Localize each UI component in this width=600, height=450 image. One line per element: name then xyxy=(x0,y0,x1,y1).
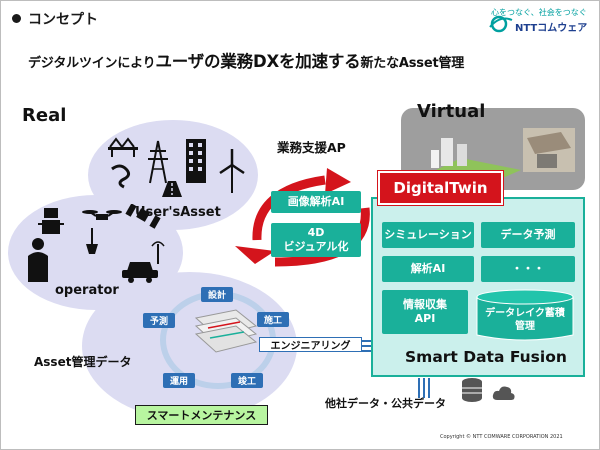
engineering-label: エンジニアリング xyxy=(259,337,362,352)
cloud-icon xyxy=(492,386,515,400)
power-tower-icon xyxy=(148,140,168,184)
title-bullet xyxy=(12,14,21,23)
lake-line2: 管理 xyxy=(515,321,535,332)
hook-icon xyxy=(86,228,98,254)
ntt-logo-icon xyxy=(489,15,513,33)
smart-data-fusion-label: Smart Data Fusion xyxy=(405,348,567,366)
more-modules-box: ・・・ xyxy=(481,256,575,282)
drone-icon xyxy=(82,210,122,220)
business-ap-label: 業務支援AP xyxy=(277,140,346,155)
arrow-right-icon xyxy=(325,168,351,194)
data-lake-label: データレイク蓄積 管理 xyxy=(475,307,575,333)
building-icon xyxy=(186,139,206,183)
image-ai-box: 画像解析AI xyxy=(271,191,361,213)
antenna-icon xyxy=(151,241,165,264)
company-tagline: 心をつなぐ、社会をつなぐ xyxy=(491,8,587,17)
asset-data-label: Asset管理データ xyxy=(34,355,132,369)
cycle-operation: 運用 xyxy=(163,373,195,388)
collect-line1: 情報収集 xyxy=(403,297,447,311)
company-logo-text: NTTコムウェア xyxy=(515,23,588,34)
external-data-connector xyxy=(418,378,430,398)
info-collect-api-box: 情報収集 API xyxy=(382,290,468,334)
bim-model-icon xyxy=(194,309,258,353)
simulation-box: シミュレーション xyxy=(382,222,474,248)
pipe-icon xyxy=(111,164,131,189)
collect-line2: API xyxy=(414,312,436,325)
database-icon xyxy=(462,378,482,402)
slide-title: コンセプト xyxy=(28,12,98,28)
cycle-construction: 施工 xyxy=(257,312,289,327)
wind-turbine-icon xyxy=(219,149,245,193)
operator-icons xyxy=(28,204,165,283)
data-lake-cylinder xyxy=(476,289,574,341)
person-icon xyxy=(28,238,48,282)
subtitle-part2: ユーザの業務DXを加速する xyxy=(155,52,361,71)
road-icon xyxy=(162,181,182,197)
visual-4d-line1: 4D xyxy=(307,225,325,239)
subtitle-part3: 新たなAsset管理 xyxy=(360,56,465,71)
real-label: Real xyxy=(22,105,67,126)
cycle-design: 設計 xyxy=(201,287,233,302)
virtual-label: Virtual xyxy=(417,101,486,122)
analysis-ai-box: 解析AI xyxy=(382,256,474,282)
digital-twin-badge: DigitalTwin xyxy=(378,171,503,205)
car-icon xyxy=(122,262,158,283)
operator-label: operator xyxy=(55,283,119,298)
visual-4d-line2: ビジュアル化 xyxy=(283,240,349,253)
robot-icon xyxy=(38,208,64,234)
arrow-left-icon xyxy=(235,246,275,264)
satellite-icon xyxy=(125,204,161,229)
lake-line1: データレイク蓄積 xyxy=(485,308,565,319)
cycle-completion: 竣工 xyxy=(231,373,263,388)
data-forecast-box: データ予測 xyxy=(481,222,575,248)
cycle-prediction: 予測 xyxy=(143,313,175,328)
visual-4d-box: 4D ビジュアル化 xyxy=(271,223,361,257)
users-asset-icons xyxy=(108,137,245,197)
cycle-arrows xyxy=(235,168,370,267)
slide-subtitle: デジタルツインによりユーザの業務DXを加速する新たなAsset管理 xyxy=(28,48,464,72)
external-data-label: 他社データ・公共データ xyxy=(325,397,446,410)
copyright-text: Copyright © NTT COMWARE CORPORATION 2021 xyxy=(440,434,563,440)
bridge-icon xyxy=(108,137,138,157)
subtitle-part1: デジタルツインにより xyxy=(28,56,156,71)
smart-maintenance-label: スマートメンテナンス xyxy=(135,405,268,425)
